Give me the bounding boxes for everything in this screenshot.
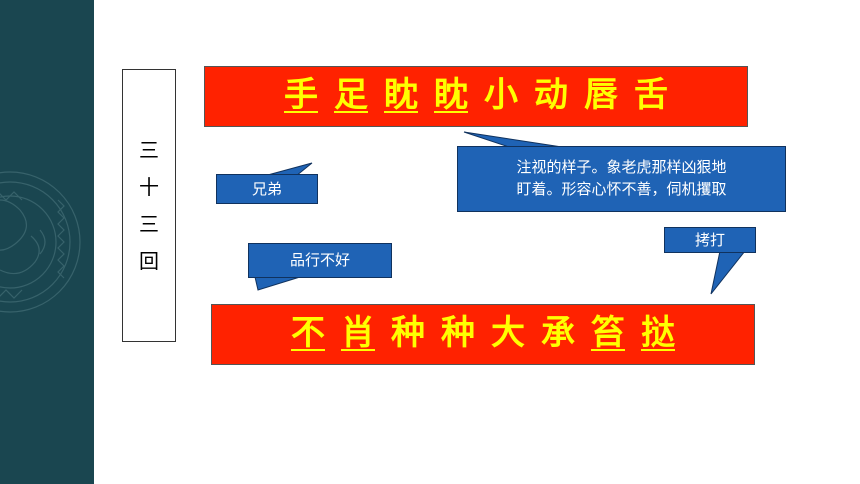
callout-text-line: 盯着。形容心怀不善，伺机攫取 [516,180,727,198]
banner-char: 舌 [634,74,668,115]
banner-char: 眈 [384,74,418,115]
decorative-sidebar [0,0,94,484]
banner-char: 挞 [641,312,675,353]
dragon-ornament-icon [0,171,81,313]
callout-text: 拷打 [694,231,725,249]
banner-char: 承 [541,312,575,353]
title-char: 三 [139,137,159,162]
banner-char: 种 [441,312,475,353]
callout-brothers: 兄弟 [216,174,318,204]
chapter-vertical-title: 三 十 三 回 [122,69,176,342]
banner-char: 足 [334,74,368,115]
top-phrase-banner: 手 足 眈 眈 小 动 唇 舌 [204,66,748,127]
banner-char: 大 [491,312,525,353]
callout-text: 品行不好 [289,251,350,269]
banner-char: 眈 [434,74,468,115]
callout-text-line: 注视的样子。象老虎那样凶狠地 [516,158,727,176]
banner-char: 笞 [591,312,625,353]
banner-char: 小 [484,74,518,115]
callout-text: 兄弟 [251,180,282,198]
callout-bad-conduct: 品行不好 [248,243,392,278]
callout-stare-meaning: 注视的样子。象老虎那样凶狠地 盯着。形容心怀不善，伺机攫取 [457,146,786,212]
callout-beat: 拷打 [664,227,756,253]
banner-char: 肖 [341,312,375,353]
bottom-phrase-banner: 不 肖 种 种 大 承 笞 挞 [211,304,755,365]
banner-char: 唇 [584,74,618,115]
banner-char: 种 [391,312,425,353]
title-char: 十 [139,174,159,199]
title-char: 回 [139,248,159,273]
title-char: 三 [139,211,159,236]
banner-char: 动 [534,74,568,115]
banner-char: 不 [291,312,325,353]
banner-char: 手 [284,74,318,115]
